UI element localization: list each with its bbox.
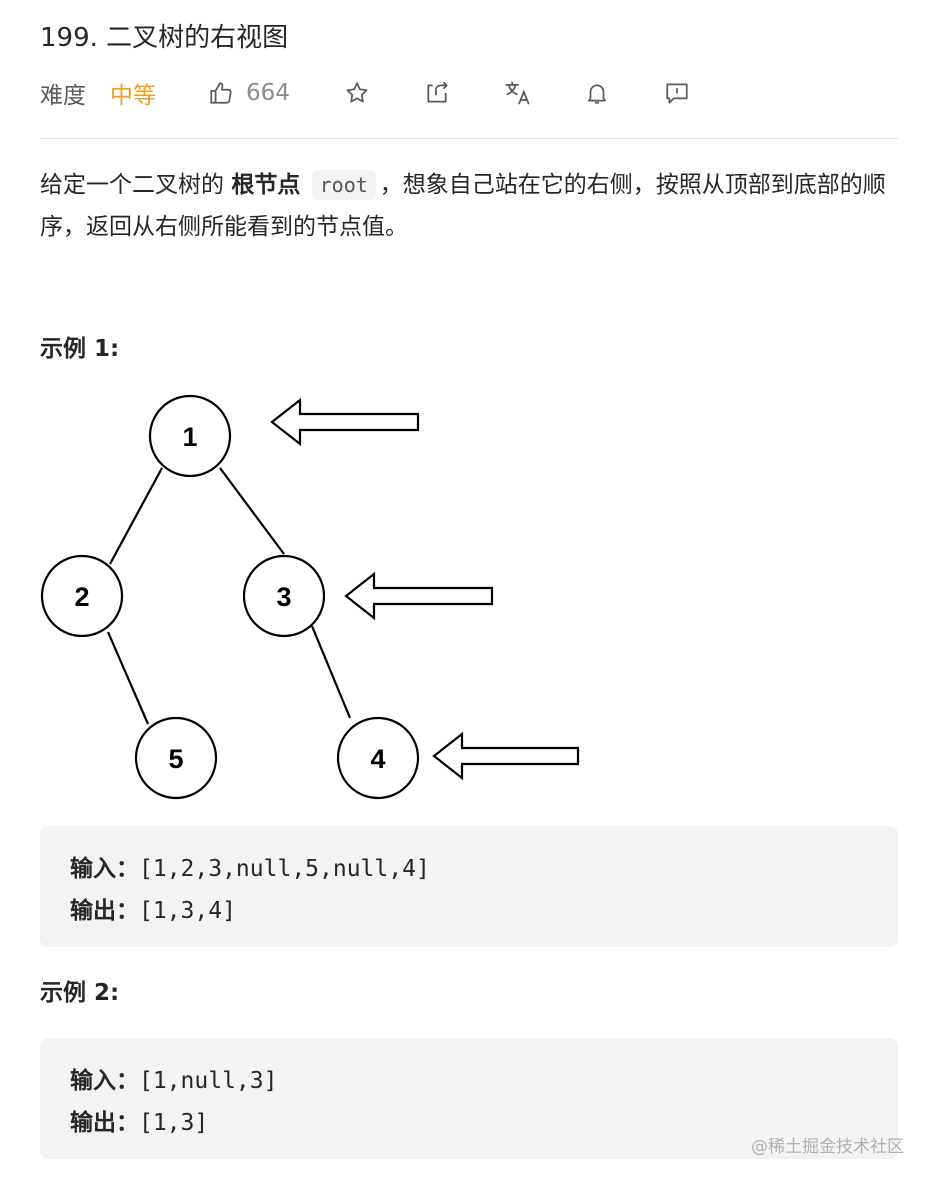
arrow-level-3 [432,731,580,781]
input-value: [1,null,3] [139,1068,278,1094]
feedback-icon [664,80,690,106]
share-button[interactable] [424,74,450,112]
input-label: 输入： [70,1068,139,1094]
tree-node-2-label: 2 [74,582,89,612]
tree-node-3: 3 [242,554,326,638]
right-view-arrows [270,397,580,781]
notify-button[interactable] [584,74,610,112]
edge-3-4 [310,625,352,719]
header-divider [40,138,898,139]
example-1-output-line: 输出：[1,3,4] [70,890,868,932]
example-1-tree-figure: 1 2 3 5 4 [0,388,932,808]
tree-node-2: 2 [40,554,124,638]
problem-title: 199. 二叉树的右视图 [40,23,289,53]
thumbs-up-icon [208,80,234,106]
arrow-level-1 [270,397,420,447]
example-2-input-line: 输入：[1,null,3] [70,1060,868,1102]
input-value: [1,2,3,null,5,null,4] [139,856,430,882]
problem-description: 给定一个二叉树的 根节点 root，想象自己站在它的右侧，按照从顶部到底部的顺序… [40,164,898,248]
description-text-1: 给定一个二叉树的 [40,172,232,198]
feedback-button[interactable] [664,74,690,112]
output-label: 输出： [70,898,139,924]
tree-node-1-label: 1 [182,422,197,452]
bell-icon [584,80,610,106]
description-bold-term: 根节点 [231,172,301,198]
translate-button[interactable] [504,74,532,112]
tree-node-4-label: 4 [370,744,385,774]
tree-node-3-label: 3 [276,582,291,612]
example-2-heading: 示例 2: [40,980,120,1006]
star-icon [344,80,370,106]
tree-node-5-label: 5 [168,744,183,774]
like-button[interactable]: 664 [208,74,290,112]
problem-toolbar: 难度 中等 664 [40,74,900,112]
example-1-input-line: 输入：[1,2,3,null,5,null,4] [70,848,868,890]
translate-icon [504,79,532,107]
example-1-code-block: 输入：[1,2,3,null,5,null,4] 输出：[1,3,4] [40,826,898,947]
tree-node-4: 4 [336,716,420,800]
inline-code-root: root [311,170,376,200]
example-2-code-block: 输入：[1,null,3] 输出：[1,3] [40,1038,898,1159]
tree-node-5: 5 [134,716,218,800]
like-count: 664 [246,80,290,106]
edge-1-2 [109,467,163,565]
output-value: [1,3] [139,1110,209,1136]
input-label: 输入： [70,856,139,882]
difficulty-label: 难度 [40,83,86,109]
favorite-button[interactable] [344,74,370,112]
tree-node-1: 1 [148,394,232,478]
watermark: @稀土掘金技术社区 [751,1137,904,1157]
tree-edges [106,467,352,725]
output-value: [1,3,4] [139,898,236,924]
output-label: 输出： [70,1110,139,1136]
share-icon [424,80,450,106]
edge-2-5 [106,631,150,725]
difficulty-badge: 中等 [110,83,156,109]
edge-1-3 [219,467,285,555]
arrow-level-2 [344,571,494,621]
example-2-output-line: 输出：[1,3] [70,1102,868,1144]
description-text-2: ，想象自己站在它的右侧，按照从顶部到底部的顺序，返回从右侧所能看到的节点值。 [40,172,886,240]
example-1-heading: 示例 1: [40,336,120,362]
